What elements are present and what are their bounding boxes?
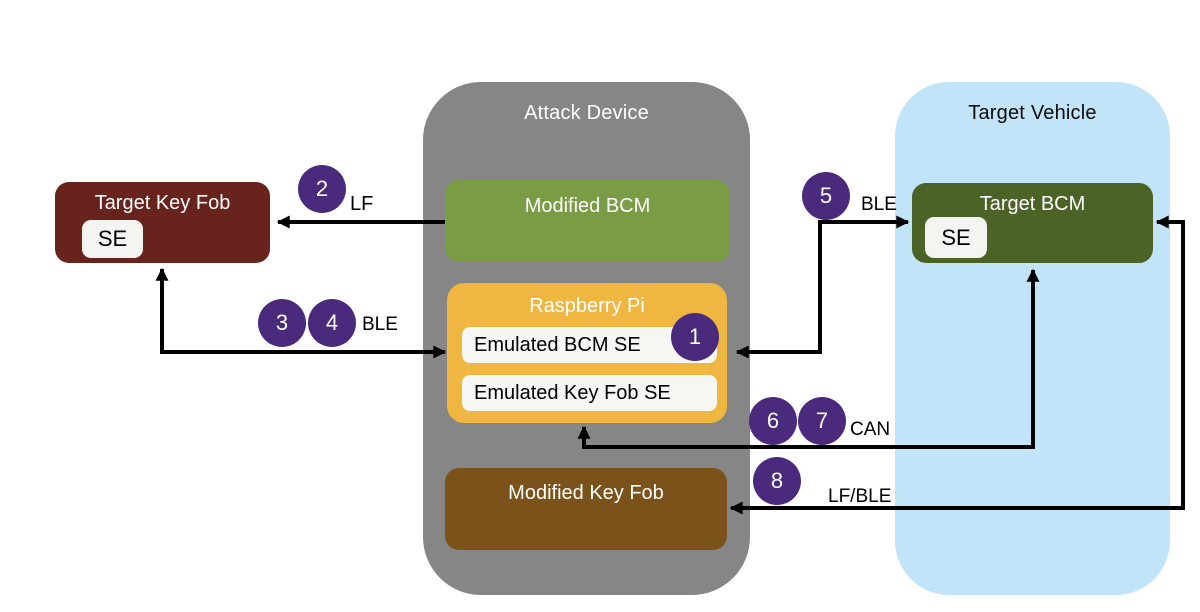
step-7-badge: 7: [798, 397, 846, 445]
modified-bcm-label: Modified BCM: [524, 195, 651, 217]
ble-left-connector: [155, 267, 447, 359]
target-key-fob-se-chip: SE: [82, 220, 143, 258]
step-4-badge: 4: [308, 299, 356, 347]
ble-right-wire-label: BLE: [861, 194, 897, 215]
can-wire-label: CAN: [850, 419, 891, 440]
ble-left-wire-label: BLE: [362, 314, 398, 335]
lf-ble-connector: [729, 215, 1185, 515]
attack-device-title: Attack Device: [524, 102, 649, 124]
step-2-badge: 2: [298, 165, 346, 213]
target-key-fob-label: Target Key Fob: [94, 192, 231, 214]
target-vehicle-title: Target Vehicle: [968, 102, 1097, 124]
target-key-fob-node: Target Key Fob SE: [55, 182, 270, 263]
step-1-badge: 1: [671, 313, 719, 361]
ble-right-connector: [735, 215, 910, 359]
modified-key-fob-node: Modified Key Fob: [445, 468, 727, 550]
modified-key-fob-label: Modified Key Fob: [508, 482, 664, 504]
step-5-badge: 5: [802, 172, 850, 220]
step-3-badge: 3: [258, 299, 306, 347]
modified-bcm-node: Modified BCM: [445, 180, 730, 262]
lf-ble-wire-label: LF/BLE: [828, 486, 892, 507]
target-bcm-label: Target BCM: [979, 193, 1086, 215]
step-8-badge: 8: [753, 457, 801, 505]
lf-wire-label: LF: [350, 193, 374, 215]
step-6-badge: 6: [749, 397, 797, 445]
